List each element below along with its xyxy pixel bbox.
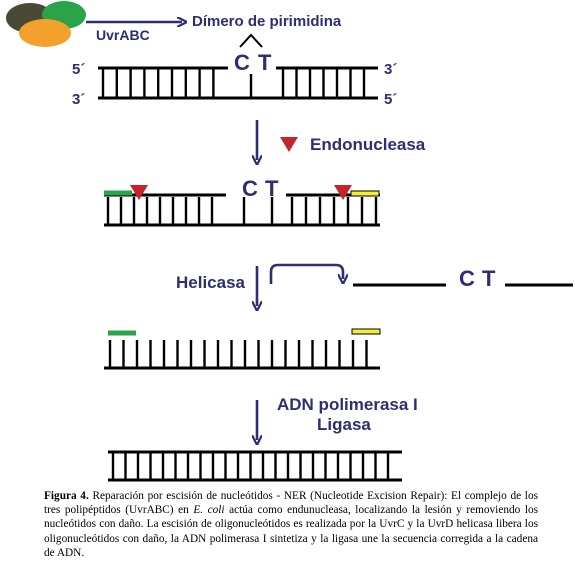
dimer-bond xyxy=(239,33,263,48)
dna-stage-repaired xyxy=(108,450,402,482)
yellow-fragment xyxy=(351,328,381,335)
base-c: C xyxy=(234,50,250,75)
caption-organism: E. coli xyxy=(193,504,225,517)
base-t: T xyxy=(265,176,279,201)
endonuclease-cut-icon xyxy=(280,137,298,152)
dna-stage-gapped xyxy=(104,328,381,370)
ligase-label: Ligasa xyxy=(317,415,371,434)
base-c: C xyxy=(459,266,475,291)
dna-stage-damaged: 5´ 3´ 3´ 5´ C T xyxy=(72,50,397,108)
base-t: T xyxy=(258,50,272,75)
excised-oligonucleotide: C T xyxy=(353,266,573,291)
uvrabc-complex-icon xyxy=(6,1,86,47)
prime-5-top-left: 5´ xyxy=(72,61,85,78)
yellow-fragment xyxy=(350,190,380,197)
caption-text-2: actúa como endunucleasa, localizando la … xyxy=(44,504,539,559)
helicase-label: Helicasa xyxy=(176,273,246,292)
endonuclease-cut-icon xyxy=(334,185,352,200)
prime-3-bottom-left: 3´ xyxy=(72,91,85,108)
prime-5-bottom-right: 5´ xyxy=(384,91,397,108)
prime-3-top-right: 3´ xyxy=(384,61,397,78)
enzyme-label: UvrABC xyxy=(96,27,150,43)
polymerase-label: ADN polimerasa I xyxy=(277,395,418,414)
caption-text-1: Reparación por escisión de nucleótidos -… xyxy=(44,490,538,517)
excision-arrow-icon xyxy=(269,263,343,284)
figure-caption: Figura 4. Reparación por escisión de nuc… xyxy=(44,489,538,560)
base-c: C xyxy=(242,176,258,201)
dimer-label: Dímero de pirimidina xyxy=(192,13,342,30)
endonuclease-cut-icon xyxy=(130,185,148,200)
endonuclease-label: Endonucleasa xyxy=(310,135,426,154)
base-t: T xyxy=(482,266,496,291)
dna-stage-incised: C T xyxy=(104,176,380,227)
figure-label: Figura 4. xyxy=(44,490,89,502)
